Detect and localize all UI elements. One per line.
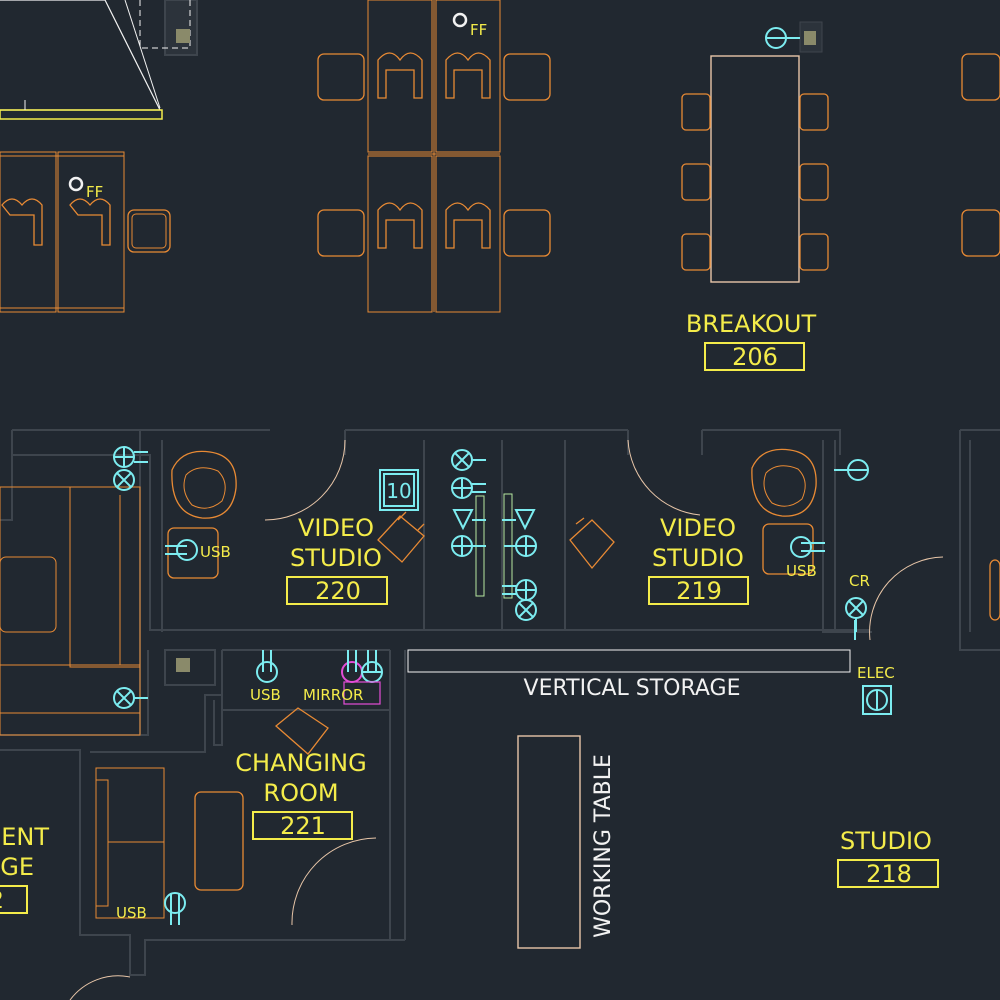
usb-label-changing: USB	[250, 686, 281, 704]
video-studio-220-label-line2: STUDIO	[290, 544, 382, 572]
cut-room-label-line2: GE	[0, 853, 34, 881]
mirror-label: MIRROR	[303, 686, 363, 704]
divider-devices	[451, 449, 537, 621]
elec-label: ELEC	[857, 664, 895, 682]
vertical-storage-label: VERTICAL STORAGE	[524, 676, 741, 701]
video-studio-219-number: 219	[676, 577, 722, 605]
usb-label-220: USB	[200, 543, 231, 561]
studio-label: STUDIO	[840, 827, 932, 855]
cut-room-number: 2	[0, 886, 4, 914]
ff-label-top: FF	[470, 21, 487, 39]
room-number-boxes	[0, 342, 939, 914]
changing-room-number: 221	[280, 812, 326, 840]
video-studio-219-label-line1: VIDEO	[660, 514, 736, 542]
studio-number: 218	[866, 860, 912, 888]
video-studio-219-label-line2: STUDIO	[652, 544, 744, 572]
workstations-top-center	[317, 0, 551, 313]
tag-10-label: 10	[386, 479, 411, 503]
working-table-label: WORKING TABLE	[591, 754, 616, 938]
cut-room-label-line1: ENT	[1, 823, 49, 851]
storage-and-table	[407, 620, 892, 949]
lounge-furniture	[0, 446, 148, 736]
changing-room-label-line2: ROOM	[263, 779, 338, 807]
breakout-label: BREAKOUT	[686, 310, 817, 338]
usb-label-219: USB	[786, 562, 817, 580]
cr-label: CR	[849, 572, 870, 590]
breakout-number: 206	[732, 343, 778, 371]
usb-label-lower-left: USB	[116, 904, 147, 922]
changing-room-furniture	[69, 650, 383, 1000]
breakout-furniture	[681, 27, 1000, 283]
changing-room-label-line1: CHANGING	[235, 749, 366, 777]
video-studio-220-furniture	[165, 439, 425, 579]
ff-label-left: FF	[86, 183, 103, 201]
video-studio-219-furniture	[569, 439, 1000, 641]
video-studio-220-label-line1: VIDEO	[298, 514, 374, 542]
video-studio-220-number: 220	[315, 577, 361, 605]
workstations-top-left	[0, 0, 191, 313]
